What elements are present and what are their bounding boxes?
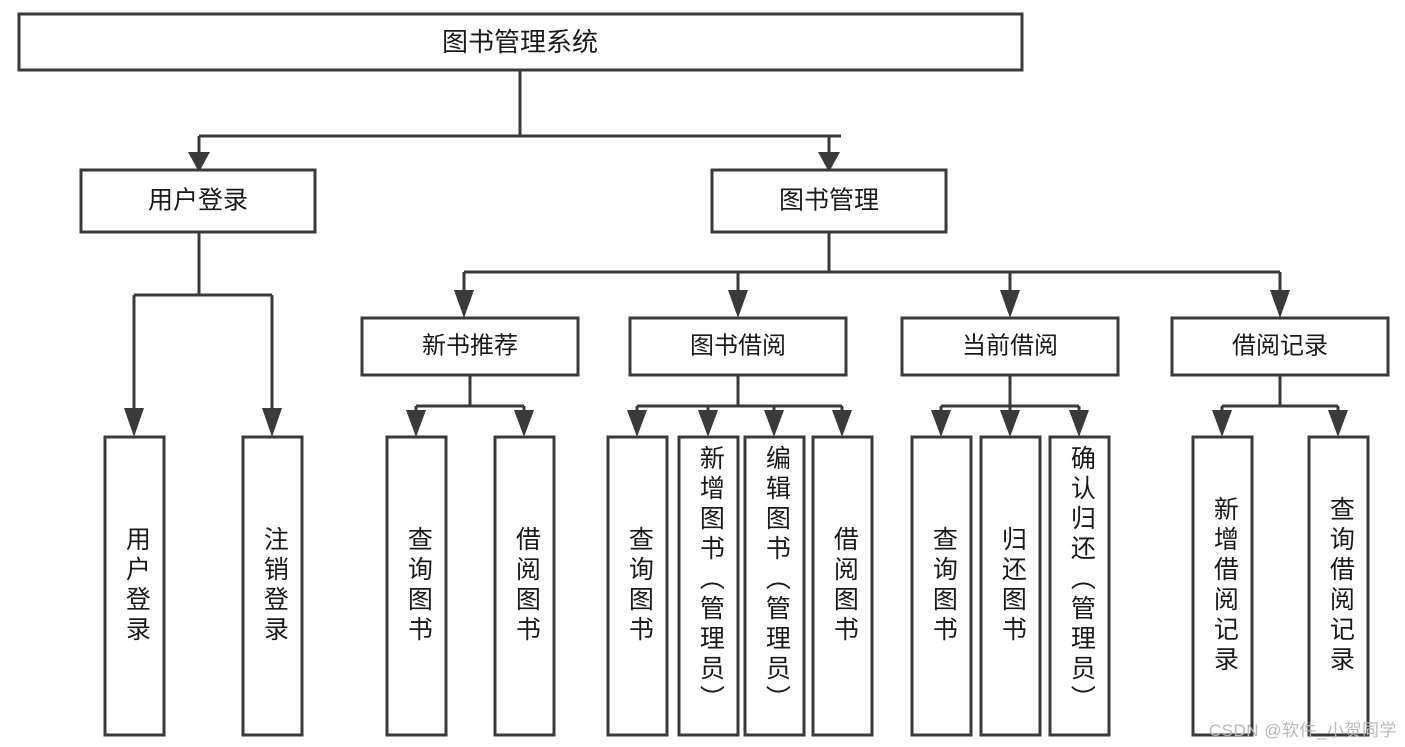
edges-user-login-children — [124, 232, 282, 437]
book-management-box[interactable] — [710, 168, 948, 234]
current-borrow-box[interactable] — [900, 316, 1120, 377]
arrowhead-bb-query-book — [627, 410, 647, 437]
leaf-bb-borrow-book-box[interactable] — [811, 435, 874, 737]
arrowhead-book-manage — [818, 152, 840, 172]
arrowhead-cb-query-book — [931, 410, 951, 437]
leaf-cb-return-book-box[interactable] — [979, 435, 1042, 737]
edges-root-to-level1 — [188, 70, 841, 172]
book-borrow-box[interactable] — [628, 316, 848, 377]
user-login-label: 用户登录 — [148, 187, 248, 215]
arrowhead-nb-query-book — [406, 410, 426, 437]
arrowhead-book-borrow — [728, 290, 748, 318]
arrowhead-bb-edit-book — [764, 410, 784, 437]
leaf-br-query-record-box[interactable] — [1307, 435, 1370, 737]
leaf-node-user-login[interactable]: 用户登录 — [103, 435, 166, 737]
node-new-book-recommend[interactable]: 新书推荐 — [360, 316, 580, 377]
leaf-node-cb-confirm-return[interactable]: 确认归还（管理员） — [1048, 435, 1111, 737]
leaf-node-br-add-record[interactable]: 新增借阅记录 — [1191, 435, 1254, 737]
leaf-cb-confirm-return-box[interactable] — [1048, 435, 1111, 737]
node-current-borrow[interactable]: 当前借阅 — [900, 316, 1120, 377]
leaf-bb-add-book-box[interactable] — [677, 435, 740, 737]
arrowhead-cb-confirm-return — [1069, 410, 1089, 437]
arrowhead-borrow-record — [1270, 290, 1290, 318]
leaf-logout-box[interactable] — [241, 435, 304, 737]
leaf-br-query-record-label: 查询借阅记录 — [1326, 496, 1355, 676]
root-label: 图书管理系统 — [442, 27, 598, 57]
leaf-nb-query-book-box[interactable] — [385, 435, 448, 737]
leaf-node-bb-query-book[interactable]: 查询图书 — [606, 435, 669, 737]
edges-borrow-record-children — [1212, 375, 1348, 437]
arrowhead-new-book-recommend — [454, 290, 474, 318]
arrowhead-cb-return-book — [1000, 410, 1020, 437]
leaf-node-cb-return-book[interactable]: 归还图书 — [979, 435, 1042, 737]
leaf-user-login-label: 用户登录 — [122, 526, 151, 646]
node-book-management[interactable]: 图书管理 — [710, 168, 948, 234]
leaf-cb-return-book-label: 归还图书 — [998, 526, 1027, 646]
leaf-user-login-box[interactable] — [103, 435, 166, 737]
leaf-node-bb-borrow-book[interactable]: 借阅图书 — [811, 435, 874, 737]
node-book-borrow[interactable]: 图书借阅 — [628, 316, 848, 377]
leaf-bb-query-book-box[interactable] — [606, 435, 669, 737]
leaf-node-logout[interactable]: 注销登录 — [241, 435, 304, 737]
leaf-node-nb-borrow-book[interactable]: 借阅图书 — [493, 435, 556, 737]
leaf-br-add-record-label: 新增借阅记录 — [1210, 496, 1239, 676]
edges-book-borrow-children — [627, 375, 852, 437]
arrowhead-bb-borrow-book — [832, 410, 852, 437]
edges-book-manage-children — [454, 232, 1290, 318]
new-book-recommend-box[interactable] — [360, 316, 580, 377]
arrowhead-leaf-user-login — [124, 408, 144, 437]
arrowhead-bb-add-book — [698, 410, 718, 437]
node-borrow-record[interactable]: 借阅记录 — [1170, 316, 1390, 377]
leaf-node-br-query-record[interactable]: 查询借阅记录 — [1307, 435, 1370, 737]
arrowhead-nb-borrow-book — [514, 410, 534, 437]
leaf-node-nb-query-book[interactable]: 查询图书 — [385, 435, 448, 737]
leaf-nb-query-book-label: 查询图书 — [404, 526, 433, 646]
leaf-cb-query-book-box[interactable] — [910, 435, 973, 737]
leaf-nb-borrow-book-box[interactable] — [493, 435, 556, 737]
current-borrow-label: 当前借阅 — [962, 332, 1058, 359]
node-user-login[interactable]: 用户登录 — [79, 168, 317, 234]
user-login-box[interactable] — [79, 168, 317, 234]
leaf-node-cb-query-book[interactable]: 查询图书 — [910, 435, 973, 737]
leaf-bb-edit-book-box[interactable] — [743, 435, 806, 737]
leaf-nb-borrow-book-label: 借阅图书 — [512, 526, 541, 646]
edges-new-book-children — [406, 375, 534, 437]
root-box[interactable] — [17, 12, 1024, 72]
leaf-cb-query-book-label: 查询图书 — [929, 526, 958, 646]
leaf-bb-add-book-label: 新增图书（管理员） — [696, 445, 725, 715]
arrowhead-current-borrow — [1000, 290, 1020, 318]
leaf-node-bb-add-book[interactable]: 新增图书（管理员） — [677, 435, 740, 737]
book-borrow-label: 图书借阅 — [690, 332, 786, 359]
leaf-logout-label: 注销登录 — [260, 526, 289, 646]
leaf-bb-edit-book-label: 编辑图书（管理员） — [762, 445, 791, 715]
leaf-node-bb-edit-book[interactable]: 编辑图书（管理员） — [743, 435, 806, 737]
arrowhead-br-add-record — [1212, 410, 1232, 437]
leaf-cb-confirm-return-label: 确认归还（管理员） — [1067, 445, 1096, 715]
borrow-record-box[interactable] — [1170, 316, 1390, 377]
new-book-recommend-label: 新书推荐 — [422, 332, 518, 359]
arrowhead-leaf-logout — [262, 408, 282, 437]
edges-current-borrow-children — [931, 375, 1089, 437]
book-management-label: 图书管理 — [779, 187, 879, 215]
arrowhead-br-query-record — [1328, 410, 1348, 437]
borrow-record-label: 借阅记录 — [1232, 332, 1328, 359]
arrowhead-user-login — [188, 152, 210, 172]
leaf-bb-borrow-book-label: 借阅图书 — [830, 526, 859, 646]
leaf-bb-query-book-label: 查询图书 — [625, 526, 654, 646]
leaf-br-add-record-box[interactable] — [1191, 435, 1254, 737]
node-root-book-management-system[interactable]: 图书管理系统 — [17, 12, 1024, 72]
